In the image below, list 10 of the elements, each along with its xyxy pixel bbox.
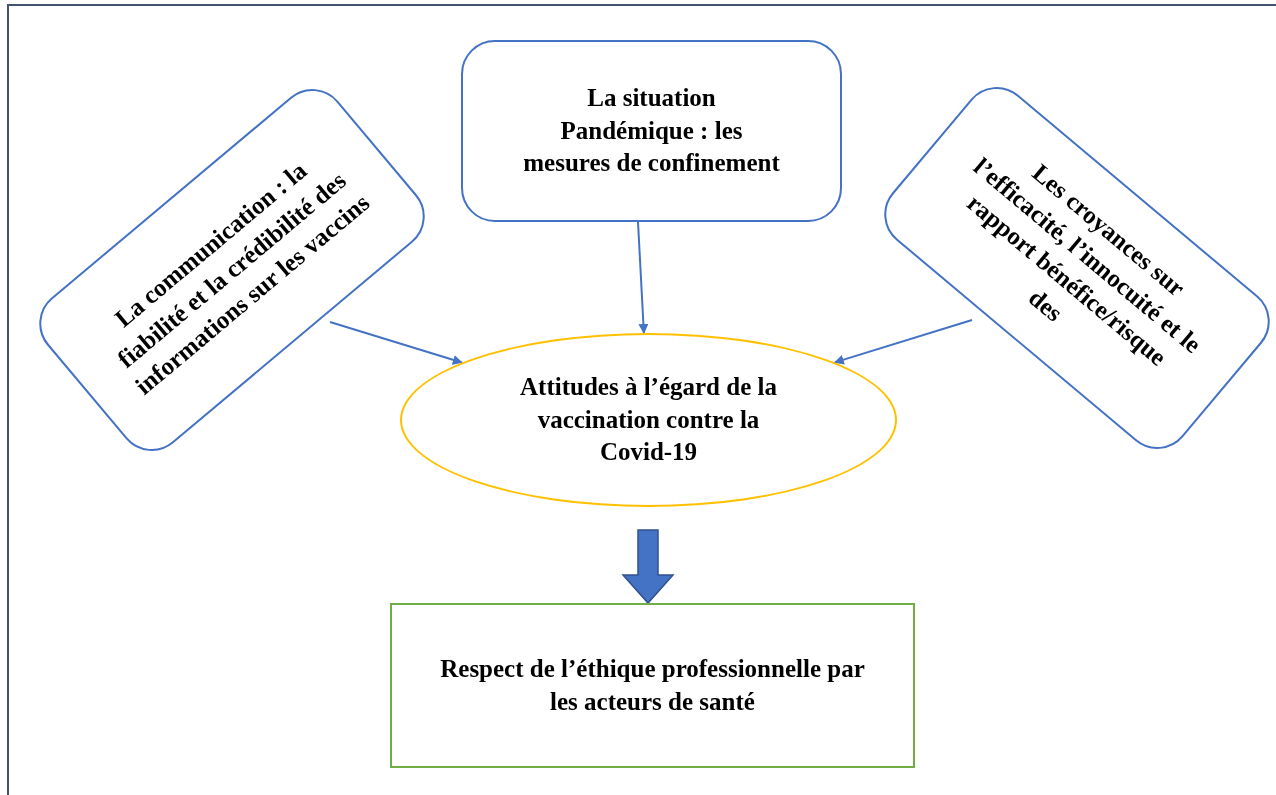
- block-arrow: [621, 529, 675, 605]
- process-box: [390, 603, 915, 768]
- arrow: [329, 321, 463, 365]
- arrow: [637, 221, 649, 334]
- rounded-box: [461, 40, 842, 222]
- ellipse-node: [400, 333, 897, 507]
- node-text: Attitudes à l’égard de la vaccination contre la Covid-19: [519, 372, 778, 468]
- node-text: La situation Pandémique : les mesures de confinement: [522, 83, 781, 179]
- arrow: [833, 319, 973, 365]
- node-text: Respect de l’éthique professionnelle par les acteurs de santé: [439, 654, 866, 717]
